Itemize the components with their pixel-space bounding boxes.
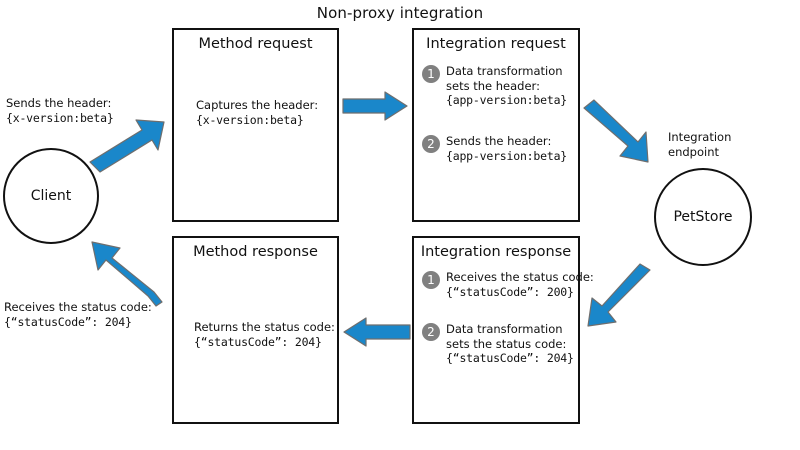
client-node[interactable]: Client xyxy=(3,148,99,244)
method-response-body-line2: {“statusCode”: 204} xyxy=(194,335,322,349)
integration-response-step-1-text: Receives the status code: {“statusCode”:… xyxy=(446,270,594,299)
client-request-annotation-line1: Sends the header: xyxy=(6,96,112,110)
client-response-annotation: Receives the status code: {“statusCode”:… xyxy=(4,300,152,330)
integration-request-title: Integration request xyxy=(426,36,566,52)
integration-request-step-2-line2: {app-version:beta} xyxy=(446,148,568,163)
integration-response-title: Integration response xyxy=(420,244,572,260)
method-response-title: Method response xyxy=(193,244,318,260)
integration-request-step-1-text: Data transformation sets the header: {ap… xyxy=(446,64,567,108)
integration-response-step-2-line3: {“statusCode”: 204} xyxy=(446,351,574,365)
integration-request-box[interactable]: Integration request 1 Data transformatio… xyxy=(412,28,580,222)
integration-request-step-1-line1: Data transformation xyxy=(446,64,563,78)
method-request-body: Captures the header: {x-version:beta} xyxy=(196,98,337,128)
petstore-endpoint-node[interactable]: PetStore xyxy=(654,168,752,266)
method-response-body-line1: Returns the status code: xyxy=(194,320,335,334)
arrow-method-response-to-client xyxy=(91,241,163,307)
integration-endpoint-label: Integration endpoint xyxy=(668,130,731,159)
integration-endpoint-label-line1: Integration xyxy=(668,130,732,144)
step-badge-2-icon: 2 xyxy=(422,323,440,341)
arrow-integration-request-to-endpoint xyxy=(583,99,649,163)
integration-response-step-1: 1 Receives the status code: {“statusCode… xyxy=(422,270,594,299)
arrow-method-request-to-integration-request xyxy=(342,91,408,121)
step-badge-2-icon: 2 xyxy=(422,135,440,153)
integration-request-step-1-line2: sets the header: xyxy=(446,78,540,93)
integration-response-step-2-text: Data transformation sets the status code… xyxy=(446,322,574,366)
method-response-box[interactable]: Method response Returns the status code:… xyxy=(172,236,339,424)
step-badge-1-icon: 1 xyxy=(422,65,440,83)
integration-endpoint-label-line2: endpoint xyxy=(668,144,719,159)
client-request-annotation: Sends the header: {x-version:beta} xyxy=(6,96,114,126)
method-response-body: Returns the status code: {“statusCode”: … xyxy=(194,320,337,350)
step-badge-1-icon: 1 xyxy=(422,271,440,289)
integration-response-step-2: 2 Data transformation sets the status co… xyxy=(422,322,574,366)
integration-request-step-2-line1: Sends the header: xyxy=(446,134,552,148)
integration-response-box[interactable]: Integration response 1 Receives the stat… xyxy=(412,236,594,424)
arrow-integration-response-to-method-response xyxy=(343,317,411,347)
method-request-title: Method request xyxy=(198,36,313,52)
page-title: Non-proxy integration xyxy=(316,4,484,22)
arrow-endpoint-to-integration-response xyxy=(587,263,651,327)
integration-response-step-1-line1: Receives the status code: xyxy=(446,270,594,284)
integration-response-step-2-line2: sets the status code: xyxy=(446,336,567,351)
client-node-label: Client xyxy=(30,188,72,204)
integration-request-step-1-line3: {app-version:beta} xyxy=(446,93,568,107)
method-request-body-line1: Captures the header: xyxy=(196,98,319,112)
petstore-endpoint-label: PetStore xyxy=(673,209,733,225)
integration-request-step-2-text: Sends the header: {app-version:beta} xyxy=(446,134,567,163)
integration-response-step-2-line1: Data transformation xyxy=(446,322,563,336)
client-request-annotation-line2: {x-version:beta} xyxy=(6,111,114,125)
method-request-body-line2: {x-version:beta} xyxy=(196,113,304,127)
method-request-box[interactable]: Method request Captures the header: {x-v… xyxy=(172,28,339,222)
integration-request-step-2: 2 Sends the header: {app-version:beta} xyxy=(422,134,567,163)
arrow-client-to-method-request xyxy=(89,119,165,173)
integration-request-step-1: 1 Data transformation sets the header: {… xyxy=(422,64,567,108)
client-response-annotation-line2: {“statusCode”: 204} xyxy=(4,315,132,329)
client-response-annotation-line1: Receives the status code: xyxy=(4,300,152,314)
integration-response-step-1-line2: {“statusCode”: 200} xyxy=(446,284,574,299)
